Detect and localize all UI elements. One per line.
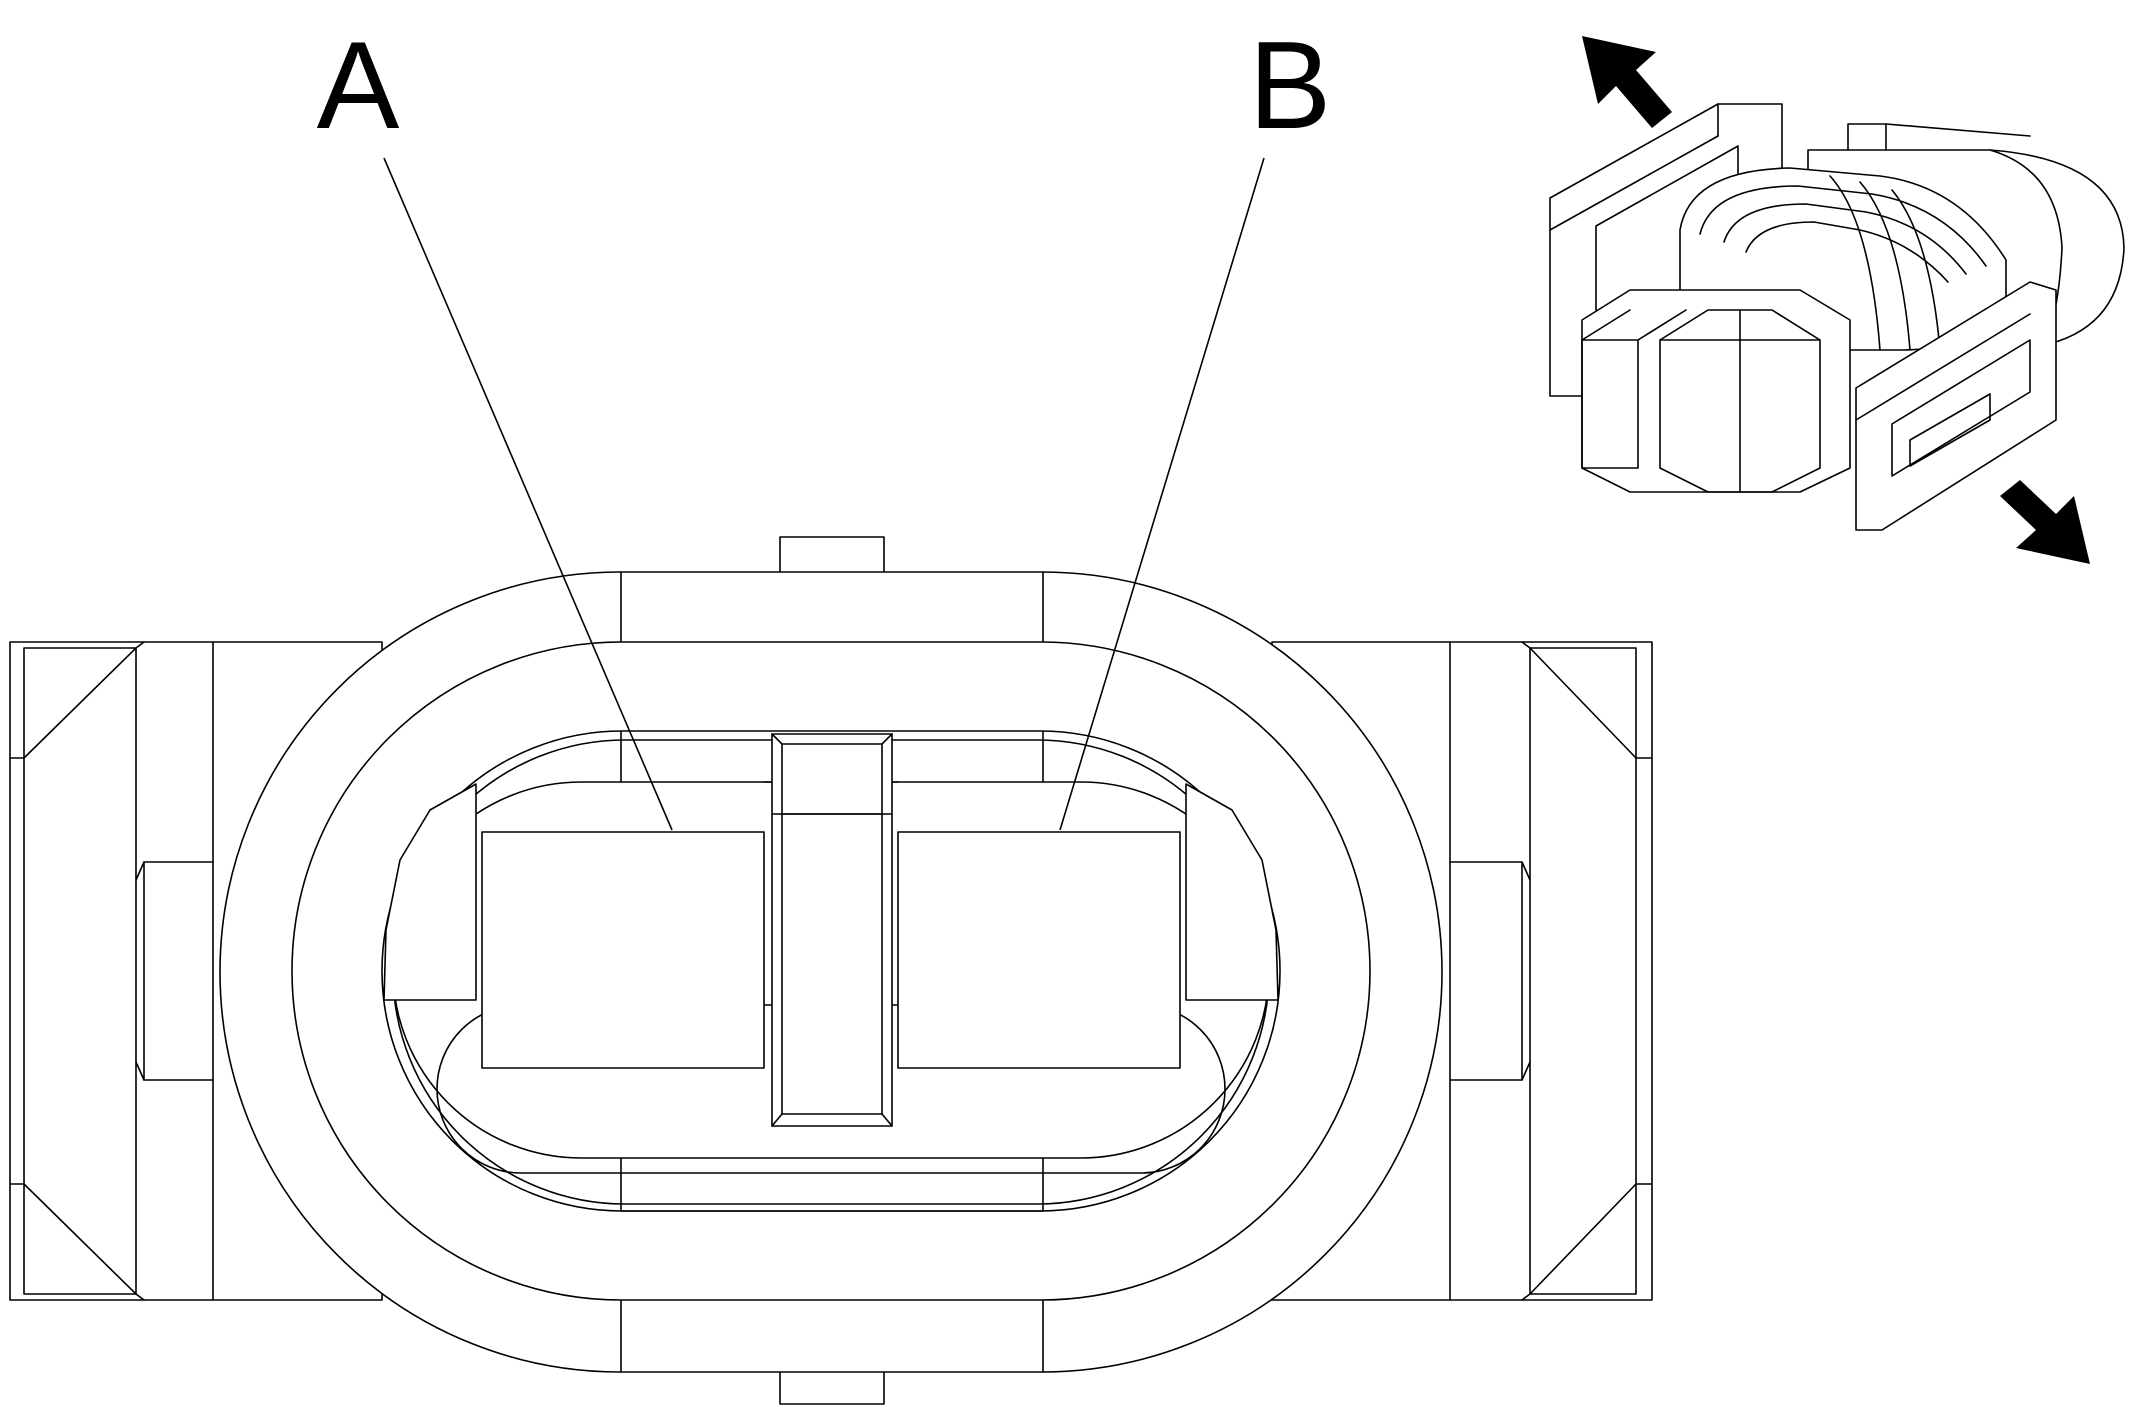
right-cavity-wing <box>1185 783 1279 1001</box>
connector-isometric-inset <box>1549 36 2125 564</box>
left-cavity-wing <box>383 783 477 1001</box>
center-key-rib <box>763 733 899 1127</box>
top-latch-tab <box>779 536 885 576</box>
terminal-cavity-b <box>897 831 1181 1069</box>
connector-front-view: A B <box>9 17 1653 1405</box>
pin-label-b: B <box>1249 17 1332 155</box>
leader-line-b <box>1059 157 1265 831</box>
terminal-cavity-a <box>481 831 765 1069</box>
leader-line-a <box>383 157 673 831</box>
arrow-up-left-icon <box>1582 36 1672 128</box>
pin-label-a: A <box>317 17 400 155</box>
bottom-latch-tab <box>779 1367 885 1405</box>
arrow-down-right-icon <box>2000 480 2090 564</box>
